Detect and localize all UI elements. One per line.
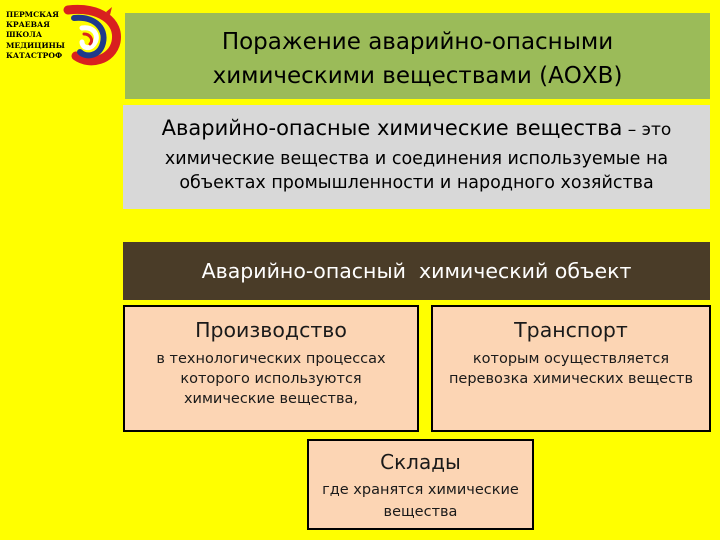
school-logo: ПЕРМСКАЯ КРАЕВАЯ ШКОЛА МЕДИЦИНЫ КАТАСТРО… — [2, 4, 122, 66]
transport-title: Транспорт — [514, 318, 628, 342]
storage-card: Склады где хранятся химические вещества — [307, 439, 534, 530]
logo-line: КАТАСТРОФ — [6, 50, 63, 60]
logo-line: КРАЕВАЯ — [6, 20, 50, 30]
logo-line: ШКОЛА — [6, 30, 43, 40]
definition-body: химические вещества и соединения использ… — [164, 149, 669, 193]
object-title: Аварийно-опасный химический объект — [201, 259, 632, 283]
storage-text: где хранятся химические вещества — [322, 482, 519, 520]
production-card: Производство в технологических процессах… — [123, 305, 419, 432]
logo-line: ПЕРМСКАЯ — [6, 10, 59, 19]
transport-text: которым осуществляется перевозка химичес… — [448, 351, 694, 387]
definition-heading: Аварийно-опасные химические вещества – э… — [123, 115, 710, 143]
definition-term: Аварийно-опасные химические вещества — [161, 116, 623, 140]
transport-card: Транспорт которым осуществляется перевоз… — [431, 305, 711, 432]
definition-box: Аварийно-опасные химические вещества – э… — [123, 105, 710, 209]
production-title: Производство — [195, 318, 347, 342]
title-box: Поражение аварийно-опасными химическими … — [125, 13, 710, 99]
definition-dash: – это — [622, 120, 672, 140]
production-text: в технологических процессах которого исп… — [156, 351, 386, 407]
logo-emblem-icon — [63, 4, 121, 66]
logo-line: МЕДИЦИНЫ — [6, 40, 65, 50]
logo-text: ПЕРМСКАЯ КРАЕВАЯ ШКОЛА МЕДИЦИНЫ КАТАСТРО… — [6, 10, 70, 61]
storage-title: Склады — [380, 450, 461, 474]
object-header: Аварийно-опасный химический объект — [123, 242, 710, 300]
slide-title: Поражение аварийно-опасными химическими … — [212, 29, 623, 89]
